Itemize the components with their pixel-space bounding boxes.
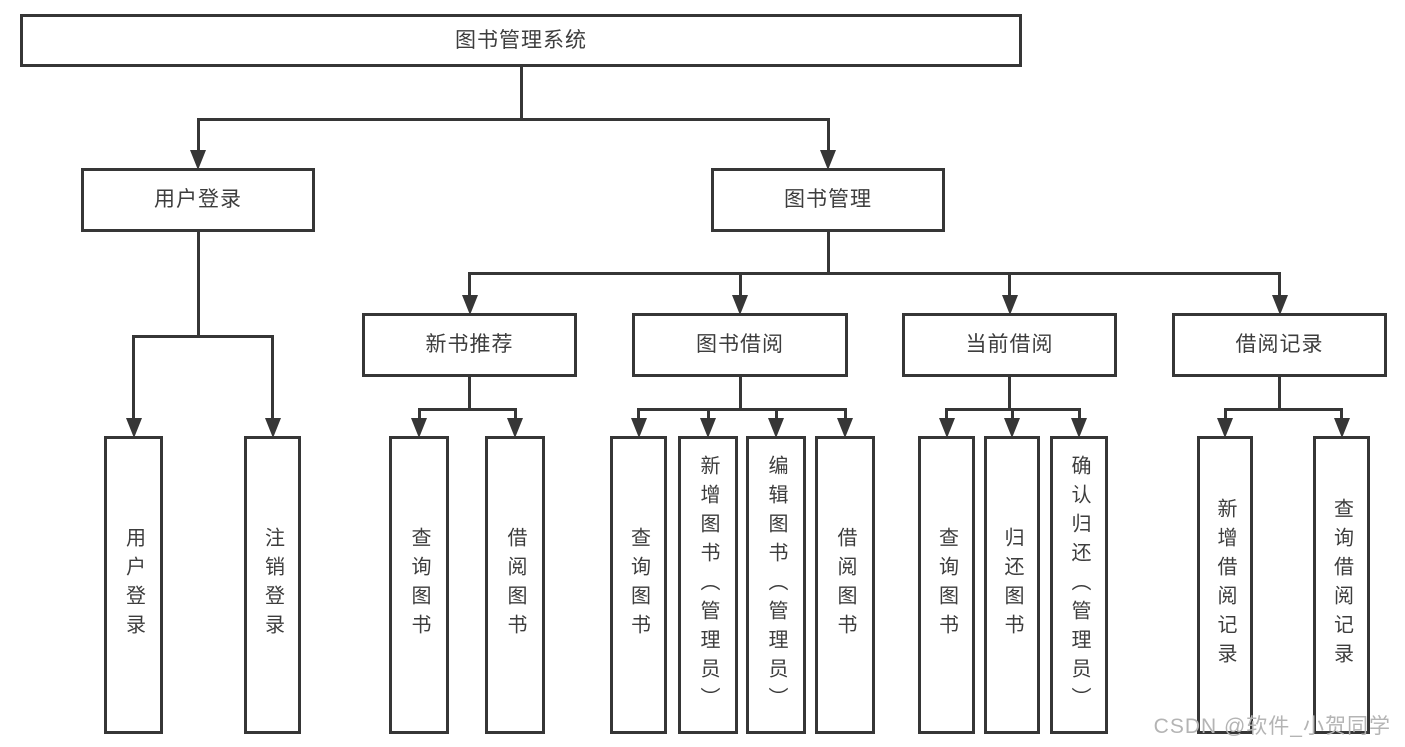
arrow-down-icon: [1071, 418, 1087, 438]
arrow-down-icon: [1217, 418, 1233, 438]
arrow-down-icon: [190, 150, 206, 170]
arrow-down-icon: [768, 418, 784, 438]
node-leaf-rec-query: 查询借阅记录: [1313, 436, 1370, 734]
connector-drop: [1008, 272, 1011, 297]
node-login: 用户登录: [81, 168, 315, 232]
node-mgmt: 图书管理: [711, 168, 945, 232]
connector-drop: [774, 408, 778, 420]
connector-bar: [132, 335, 274, 338]
connector-drop: [1077, 408, 1081, 420]
node-label: 查询借阅记录: [1330, 498, 1353, 672]
node-newbook: 新书推荐: [362, 313, 577, 377]
node-label: 当前借阅: [965, 333, 1054, 357]
node-leaf-rec-add: 新增借阅记录: [1197, 436, 1253, 734]
node-borrow: 图书借阅: [632, 313, 848, 377]
connector-bar: [417, 408, 517, 411]
connector-stem: [826, 232, 830, 275]
connector-bar: [468, 272, 1281, 275]
connector-drop: [945, 408, 948, 420]
connector-drop: [468, 272, 471, 297]
connector-drop: [1278, 272, 1281, 297]
connector-drop: [706, 408, 710, 420]
node-leaf-cur-query: 查询图书: [918, 436, 975, 734]
node-label: 新增借阅记录: [1214, 498, 1236, 672]
node-label: 查询图书: [935, 527, 958, 643]
node-label: 查询图书: [627, 527, 650, 643]
node-label: 借阅记录: [1235, 333, 1324, 357]
arrow-down-icon: [820, 150, 836, 170]
arrow-down-icon: [1004, 418, 1020, 438]
connector-drop: [196, 118, 200, 152]
node-leaf-bw-borrow: 借阅图书: [815, 436, 875, 734]
arrow-down-icon: [1001, 295, 1018, 315]
connector-stem: [468, 377, 471, 411]
node-label: 用户登录: [154, 188, 242, 212]
connector-drop: [132, 335, 135, 420]
connector-bar: [1223, 408, 1343, 411]
node-label: 用户登录: [122, 527, 145, 643]
connector-drop: [417, 408, 421, 420]
connector-drop: [826, 118, 830, 152]
node-leaf-nb-query: 查询图书: [389, 436, 449, 734]
arrow-down-icon: [125, 418, 142, 438]
arrow-down-icon: [938, 418, 955, 438]
watermark: CSDN @软件_小贺同学: [1153, 715, 1391, 738]
node-label: 图书管理系统: [455, 28, 587, 52]
node-label: 新增图书（管理员）: [697, 454, 719, 716]
connector-stem: [1008, 377, 1011, 411]
arrow-down-icon: [700, 418, 716, 438]
connector-drop: [843, 408, 847, 420]
node-leaf-cur-confirm: 确认归还（管理员）: [1050, 436, 1108, 734]
connector-drop: [513, 408, 517, 420]
arrow-down-icon: [837, 418, 853, 438]
node-root: 图书管理系统: [20, 14, 1022, 67]
node-leaf-user-login: 用户登录: [104, 436, 163, 734]
node-label: 图书管理: [784, 188, 872, 212]
node-leaf-cur-return: 归还图书: [984, 436, 1040, 734]
node-leaf-bw-query: 查询图书: [610, 436, 667, 734]
connector-drop: [271, 335, 274, 420]
node-records: 借阅记录: [1172, 313, 1387, 377]
node-label: 借阅图书: [504, 527, 526, 643]
connector-drop: [637, 408, 640, 420]
arrow-down-icon: [507, 418, 523, 438]
connector-stem: [738, 377, 742, 411]
node-label: 注销登录: [261, 527, 284, 643]
arrow-down-icon: [732, 295, 748, 315]
connector-stem: [1278, 377, 1281, 411]
node-label: 图书借阅: [696, 333, 784, 357]
node-leaf-nb-borrow: 借阅图书: [485, 436, 545, 734]
connector-drop: [738, 272, 742, 297]
connector-drop: [1010, 408, 1014, 420]
arrow-down-icon: [1333, 418, 1350, 438]
arrow-down-icon: [411, 418, 427, 438]
connector-drop: [1223, 408, 1227, 420]
arrow-down-icon: [1271, 295, 1288, 315]
node-label: 借阅图书: [834, 527, 856, 643]
arrow-down-icon: [264, 418, 281, 438]
node-label: 查询图书: [408, 527, 430, 643]
arrow-down-icon: [461, 295, 478, 315]
node-leaf-logout: 注销登录: [244, 436, 301, 734]
node-leaf-bw-add: 新增图书（管理员）: [678, 436, 738, 734]
connector-stem: [519, 67, 523, 121]
arrow-down-icon: [630, 418, 647, 438]
connector-drop: [1340, 408, 1343, 420]
node-leaf-bw-edit: 编辑图书（管理员）: [746, 436, 806, 734]
node-label: 归还图书: [1001, 527, 1023, 643]
node-current: 当前借阅: [902, 313, 1117, 377]
node-label: 确认归还（管理员）: [1068, 454, 1090, 716]
connector-bar: [196, 118, 830, 121]
node-label: 编辑图书（管理员）: [765, 454, 787, 716]
connector-stem: [196, 232, 200, 338]
node-label: 新书推荐: [425, 333, 514, 357]
connector-bar: [637, 408, 847, 411]
